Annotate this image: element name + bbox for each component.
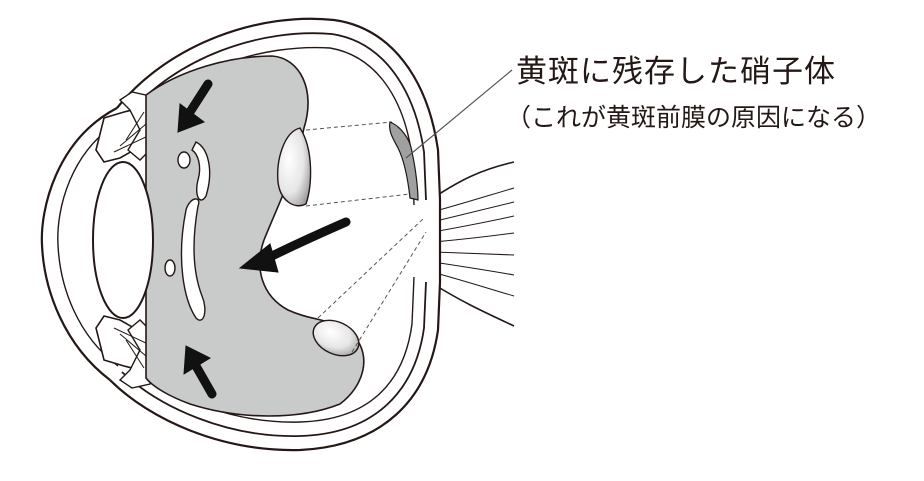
zonule-fibers-upper <box>113 111 149 153</box>
annotation-leader-line <box>405 69 513 159</box>
choroid-line <box>121 32 427 437</box>
annotation-title: 黄斑に残存した硝子体 <box>516 54 836 90</box>
vitreous-strand <box>177 151 191 169</box>
collapse-arrow-icon <box>238 217 351 273</box>
collapse-arrow-icon <box>177 79 213 133</box>
macular-vitreous-remnant <box>389 121 419 201</box>
vitreous-strand <box>191 141 211 201</box>
zonule-fibers-lower <box>113 327 149 369</box>
collapse-arrow-icon <box>183 345 217 399</box>
cornea <box>40 107 118 381</box>
vitreous-strand <box>180 198 206 321</box>
optic-nerve <box>429 161 515 327</box>
lens <box>92 161 154 319</box>
projection-lines <box>305 121 427 353</box>
vitreous-strand <box>164 259 176 277</box>
floater-upper <box>277 127 312 207</box>
floater-lower <box>312 319 360 357</box>
cornea-inner <box>57 119 123 367</box>
annotation-subtitle: （これが黄斑前膜の原因になる） <box>506 103 882 132</box>
